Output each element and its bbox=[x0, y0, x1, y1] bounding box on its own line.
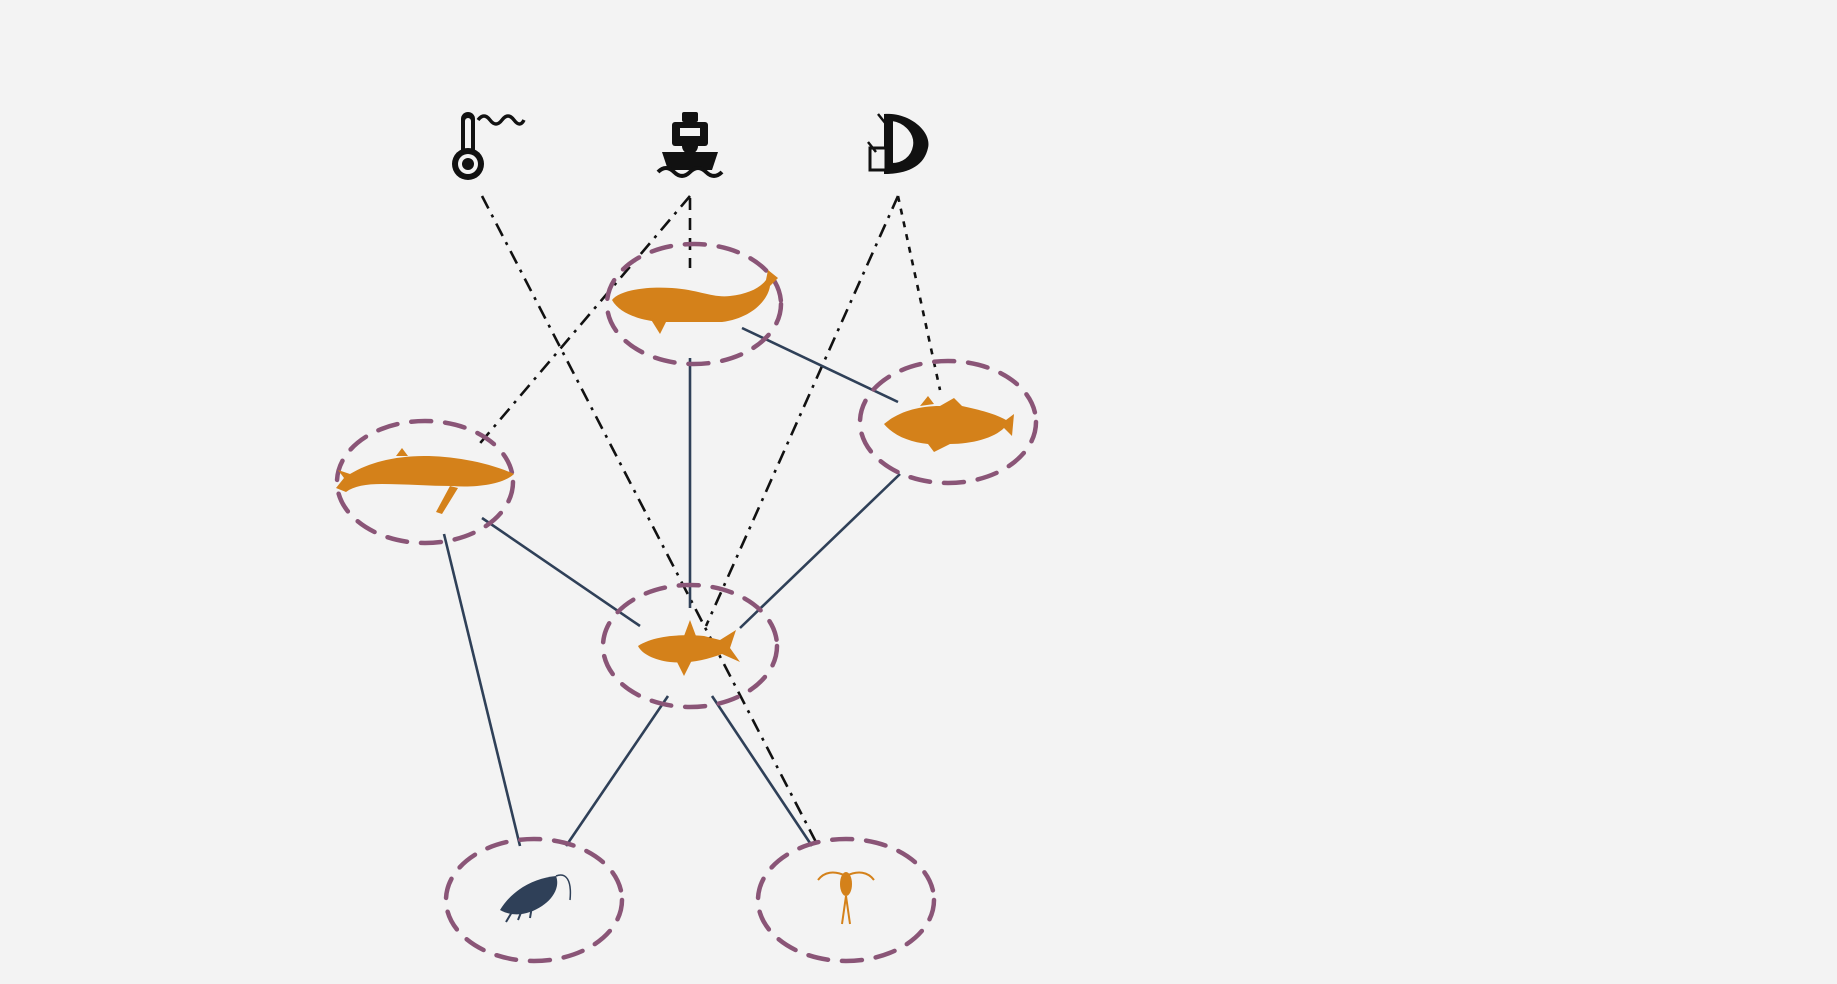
ship-icon bbox=[656, 112, 724, 178]
node-ring bbox=[443, 836, 625, 964]
trophic-link-cod-capelin bbox=[739, 473, 901, 629]
capelin-icon bbox=[638, 620, 740, 676]
fishing-net-icon bbox=[867, 113, 929, 174]
humpback-whale-icon bbox=[336, 448, 514, 514]
driver-link-fishing-capelin bbox=[704, 195, 900, 627]
driver-link-shipping-humpback-whale bbox=[475, 195, 691, 449]
node-bowhead-whale bbox=[604, 241, 784, 367]
thermometer-icon bbox=[452, 112, 526, 180]
trophic-link-capelin-copepod bbox=[710, 695, 814, 847]
node-ring bbox=[604, 241, 784, 367]
node-ring bbox=[600, 582, 780, 710]
node-ring bbox=[334, 418, 516, 546]
links-layer bbox=[442, 195, 942, 847]
cod-icon bbox=[884, 396, 1014, 452]
node-humpback-whale bbox=[334, 418, 516, 546]
node-ring bbox=[857, 358, 1039, 486]
trophic-link-capelin-krill bbox=[564, 695, 670, 847]
krill-icon bbox=[500, 874, 572, 923]
node-krill bbox=[443, 836, 625, 964]
drivers-layer bbox=[452, 112, 929, 180]
node-cod bbox=[857, 358, 1039, 486]
bowhead-whale-icon bbox=[612, 270, 778, 334]
trophic-link-humpback-krill bbox=[442, 533, 522, 847]
node-capelin bbox=[600, 582, 780, 710]
species-layer bbox=[334, 241, 1039, 964]
node-ring bbox=[755, 836, 937, 964]
trophic-link-humpback-capelin bbox=[481, 516, 641, 628]
copepod-icon bbox=[817, 871, 875, 925]
node-copepod bbox=[755, 836, 937, 964]
